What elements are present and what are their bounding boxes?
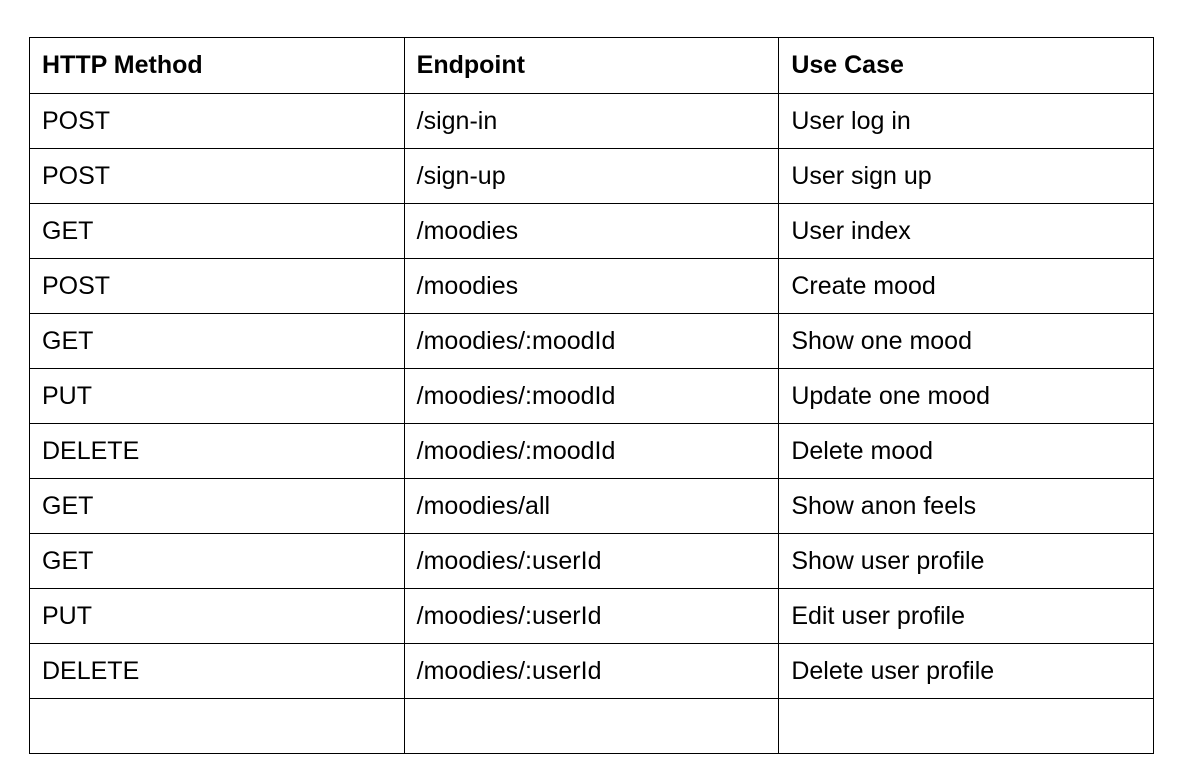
use-case-cell: Delete mood xyxy=(778,423,1154,479)
column-header-use-case: Use Case xyxy=(778,37,1154,94)
use-case-cell: Show anon feels xyxy=(778,478,1154,534)
use-case-cell: Create mood xyxy=(778,258,1154,314)
endpoint-cell: /moodies/all xyxy=(403,478,780,534)
http-method-cell: GET xyxy=(29,478,405,534)
table-row: GET /moodies/all Show anon feels xyxy=(29,478,1154,534)
table-row: DELETE /moodies/:userId Delete user prof… xyxy=(29,643,1154,699)
use-case-cell xyxy=(778,698,1154,754)
http-method-cell: DELETE xyxy=(29,643,405,699)
http-method-cell: GET xyxy=(29,203,405,259)
use-case-cell: Show user profile xyxy=(778,533,1154,589)
http-method-cell: POST xyxy=(29,93,405,149)
http-method-cell: POST xyxy=(29,148,405,204)
table-row: PUT /moodies/:userId Edit user profile xyxy=(29,588,1154,644)
endpoint-cell: /moodies/:moodId xyxy=(403,368,780,424)
table-header-row: HTTP Method Endpoint Use Case xyxy=(29,37,1154,94)
column-header-http-method: HTTP Method xyxy=(29,37,405,94)
table-row: PUT /moodies/:moodId Update one mood xyxy=(29,368,1154,424)
endpoint-cell: /moodies/:userId xyxy=(403,533,780,589)
use-case-cell: User index xyxy=(778,203,1154,259)
table-row: GET /moodies/:userId Show user profile xyxy=(29,533,1154,589)
use-case-cell: Delete user profile xyxy=(778,643,1154,699)
endpoint-cell: /moodies/:userId xyxy=(403,643,780,699)
endpoint-cell: /moodies/:moodId xyxy=(403,423,780,479)
api-endpoints-table: HTTP Method Endpoint Use Case POST /sign… xyxy=(29,37,1154,754)
http-method-cell xyxy=(29,698,405,754)
use-case-cell: User log in xyxy=(778,93,1154,149)
endpoint-cell xyxy=(403,698,780,754)
column-header-endpoint: Endpoint xyxy=(403,37,780,94)
table-row: POST /sign-in User log in xyxy=(29,93,1154,149)
use-case-cell: Update one mood xyxy=(778,368,1154,424)
http-method-cell: GET xyxy=(29,533,405,589)
endpoint-cell: /moodies/:userId xyxy=(403,588,780,644)
http-method-cell: GET xyxy=(29,313,405,369)
endpoint-cell: /sign-up xyxy=(403,148,780,204)
http-method-cell: PUT xyxy=(29,588,405,644)
endpoint-cell: /sign-in xyxy=(403,93,780,149)
use-case-cell: User sign up xyxy=(778,148,1154,204)
use-case-cell: Edit user profile xyxy=(778,588,1154,644)
table-row: POST /sign-up User sign up xyxy=(29,148,1154,204)
http-method-cell: PUT xyxy=(29,368,405,424)
endpoint-cell: /moodies xyxy=(403,203,780,259)
table-row: POST /moodies Create mood xyxy=(29,258,1154,314)
endpoint-cell: /moodies/:moodId xyxy=(403,313,780,369)
table-row: GET /moodies/:moodId Show one mood xyxy=(29,313,1154,369)
table-row: DELETE /moodies/:moodId Delete mood xyxy=(29,423,1154,479)
table-row: GET /moodies User index xyxy=(29,203,1154,259)
table-row-empty xyxy=(29,698,1154,754)
http-method-cell: POST xyxy=(29,258,405,314)
endpoint-cell: /moodies xyxy=(403,258,780,314)
use-case-cell: Show one mood xyxy=(778,313,1154,369)
http-method-cell: DELETE xyxy=(29,423,405,479)
